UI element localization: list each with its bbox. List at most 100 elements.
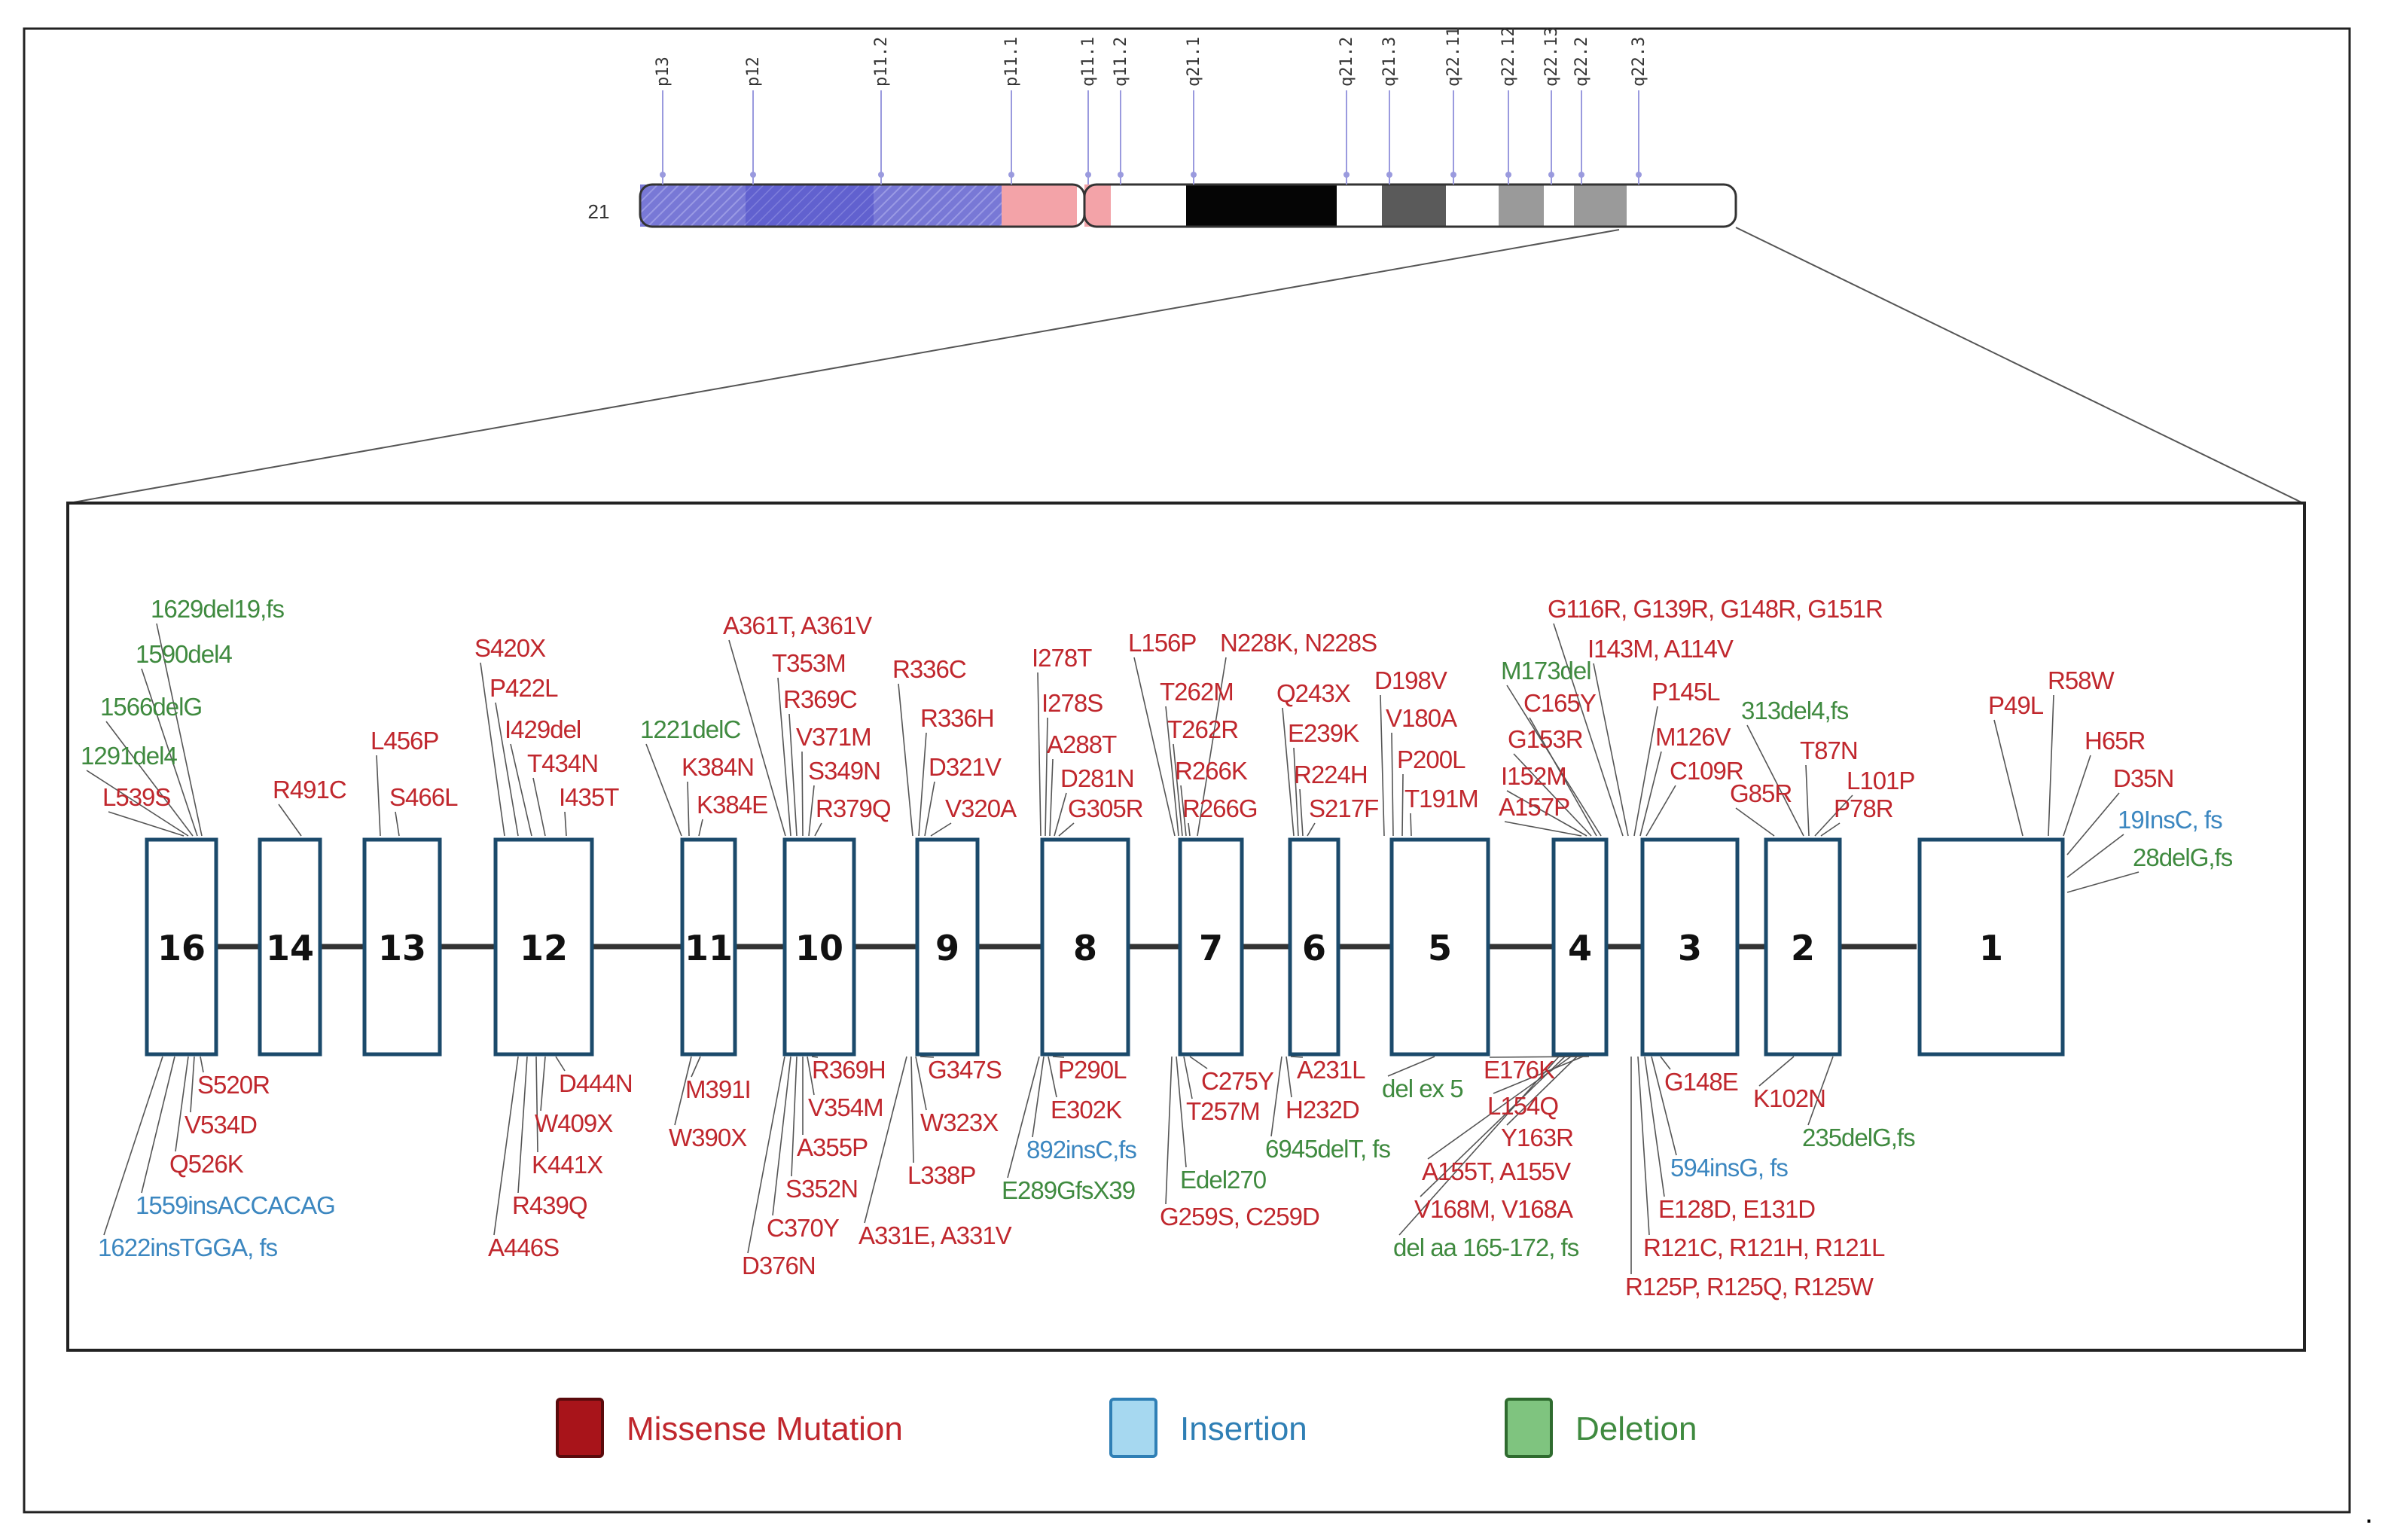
- legend-label: Missense Mutation: [627, 1410, 903, 1447]
- mutation-label: L154Q: [1487, 1092, 1558, 1120]
- mutation-label: I278S: [1042, 689, 1103, 717]
- leader-line: [1660, 1056, 1671, 1070]
- legend-label: Deletion: [1575, 1410, 1697, 1447]
- leader-line: [1293, 747, 1299, 837]
- leader-line: [807, 1056, 815, 1096]
- leader-line: [540, 1056, 546, 1112]
- exon-number: 4: [1568, 928, 1592, 968]
- exon-box: [1640, 837, 1740, 1057]
- mutation-label: 6945delT, fs: [1265, 1135, 1390, 1163]
- mutation-label: R224H: [1294, 761, 1368, 788]
- chromosome-band: [1627, 184, 1736, 227]
- band-label: q11.1: [1079, 37, 1098, 87]
- leader-line: [691, 1056, 701, 1078]
- mutation-label: T262M: [1160, 678, 1234, 706]
- mutation-label: R379Q: [816, 794, 891, 822]
- mutation-label: R336H: [920, 704, 994, 732]
- mutation-label: P78R: [1834, 794, 1893, 822]
- mutation-label: T353M: [772, 649, 846, 677]
- leader-line: [930, 822, 952, 837]
- leader-line: [1529, 717, 1597, 837]
- zoom-line-right: [1735, 227, 2304, 504]
- exon-box: [1551, 837, 1609, 1057]
- mutation-label: V534D: [185, 1111, 257, 1139]
- mutation-label: T257M: [1186, 1097, 1260, 1125]
- exon-number: 12: [520, 928, 568, 968]
- leader-line: [495, 702, 519, 837]
- leader-line: [1387, 1056, 1435, 1077]
- band-tick-dot: [1636, 172, 1642, 178]
- chromosome-band: [1111, 184, 1186, 227]
- mutation-label: D281N: [1060, 764, 1134, 792]
- exon-number: 11: [685, 928, 733, 968]
- leader-line: [278, 804, 302, 837]
- leader-line: [1165, 706, 1179, 837]
- leader-line: [2066, 792, 2120, 855]
- leader-line: [1049, 758, 1054, 837]
- band-tick-dot: [878, 172, 884, 178]
- leader-line: [1037, 672, 1042, 837]
- leader-line: [2063, 755, 2091, 837]
- mutation-label: V371M: [796, 723, 871, 751]
- leader-line: [1506, 790, 1587, 837]
- leader-lines: [86, 623, 2139, 1274]
- mutation-label: R58W: [2048, 666, 2115, 694]
- mutation-label: 594insG, fs: [1670, 1154, 1788, 1182]
- mutation-label: Y163R: [1501, 1124, 1573, 1151]
- outer-frame: [23, 27, 2351, 1514]
- leader-line: [910, 1056, 914, 1163]
- zoom-line-left: [69, 229, 1620, 504]
- leader-line: [1048, 1056, 1057, 1098]
- exon-number: 2: [1791, 928, 1815, 968]
- mutation-label: P145L: [1652, 678, 1720, 706]
- mutation-label: W409X: [535, 1109, 613, 1137]
- band-label: q22.2: [1572, 37, 1591, 87]
- mutation-label: L338P: [907, 1161, 975, 1189]
- mutation-label: R121C, R121H, R121L: [1643, 1234, 1885, 1261]
- leader-line: [1651, 1056, 1677, 1156]
- leader-line: [1645, 785, 1676, 837]
- leader-line: [1637, 1056, 1650, 1236]
- leader-line: [86, 770, 189, 837]
- mutation-label: E176K: [1484, 1056, 1555, 1084]
- leader-line: [1401, 773, 1404, 837]
- mutation-label: 1566delG: [100, 693, 202, 721]
- mutation-label: K384N: [682, 753, 754, 781]
- mutation-label: V354M: [808, 1093, 883, 1121]
- mutation-label: I278T: [1032, 644, 1092, 672]
- chromosome-band: [1337, 184, 1382, 227]
- mutation-label: L156P: [1128, 629, 1196, 657]
- mutation-label: L456P: [371, 727, 438, 755]
- leader-line: [532, 777, 546, 837]
- leader-line: [190, 1056, 195, 1113]
- band-label: q22.13: [1542, 27, 1561, 87]
- leader-line: [1183, 1056, 1193, 1099]
- band-label: p13: [654, 56, 672, 87]
- band-label: p11.1: [1002, 37, 1021, 87]
- leader-line: [814, 822, 822, 837]
- chromosome-band: [640, 184, 746, 227]
- mutation-label: E289GfsX39: [1002, 1176, 1135, 1204]
- mutation-label: 892insC,fs: [1026, 1136, 1136, 1163]
- mutation-label: V180A: [1386, 704, 1457, 732]
- leader-line: [918, 732, 927, 837]
- legend-label: Insertion: [1180, 1410, 1307, 1447]
- mutation-label: 28delG,fs: [2133, 843, 2233, 871]
- exon-box: [915, 837, 980, 1057]
- leader-line: [1380, 694, 1385, 837]
- mutation-label: T87N: [1800, 736, 1858, 764]
- mutation-label: C370Y: [767, 1214, 840, 1242]
- exon-number: 5: [1428, 928, 1452, 968]
- mutation-label: C275Y: [1201, 1067, 1274, 1095]
- mutation-label: del ex 5: [1382, 1075, 1463, 1102]
- leader-line: [105, 721, 194, 837]
- mutation-label: M126V: [1655, 723, 1731, 751]
- mutation-label: A361T, A361V: [723, 611, 872, 639]
- leader-line: [898, 683, 913, 837]
- legend-swatch: [1109, 1398, 1157, 1458]
- band-tick-dot: [1578, 172, 1584, 178]
- band-tick-dot: [1386, 172, 1392, 178]
- leader-line: [1633, 706, 1658, 837]
- mutation-label: P200L: [1397, 746, 1465, 773]
- leader-line: [395, 811, 400, 837]
